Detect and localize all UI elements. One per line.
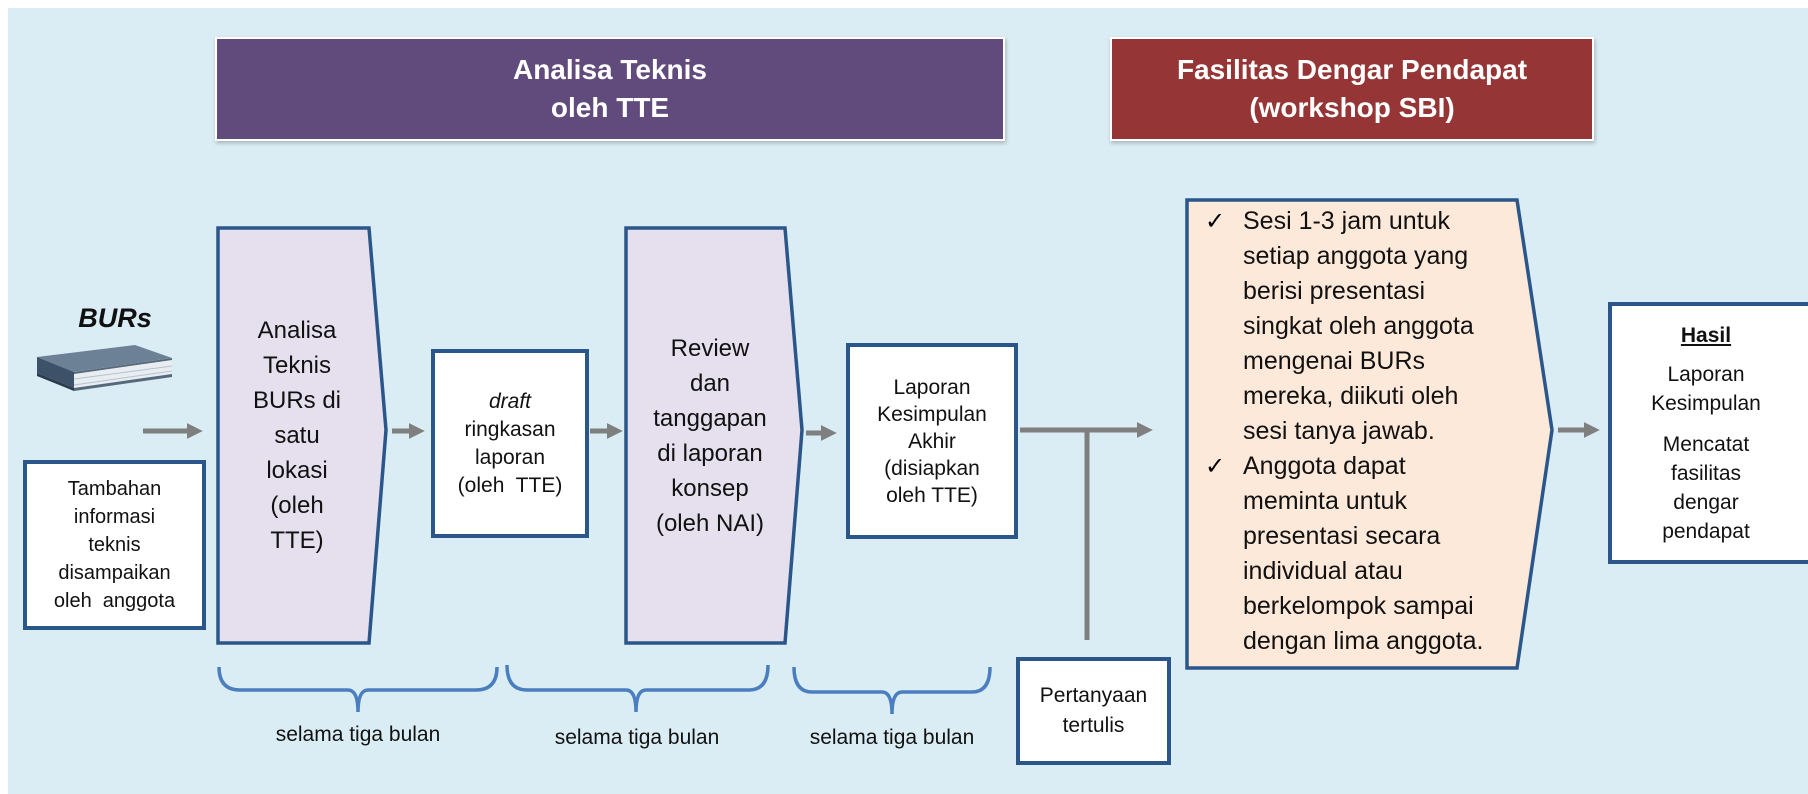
bullet-1-line-2: setiap anggota yang [1243, 242, 1469, 270]
banner-fasilitas-dengar-pendapat: Fasilitas Dengar Pendapat (workshop SBI) [1110, 37, 1594, 141]
laporan-akhir-line-2: Kesimpulan [877, 402, 987, 426]
brace-1 [217, 666, 499, 713]
pertanyaan-line-2: tertulis [1062, 714, 1125, 737]
bullet-2-line-4: individual atau [1243, 557, 1403, 585]
bullet-2-text: Anggota dapat meminta untuk presentasi s… [1243, 449, 1483, 659]
laporan-akhir-line-5: oleh TTE) [886, 483, 978, 507]
laporan-kesimpulan-akhir-box: Laporan Kesimpulan Akhir (disiapkan oleh… [846, 343, 1018, 539]
tambahan-line-5: oleh anggota [53, 590, 176, 612]
tambahan-line-4: disampaikan [58, 562, 171, 584]
banner-analisa-teknis: Analisa Teknis oleh TTE [215, 37, 1005, 141]
checkmark-icon: ✓ [1205, 453, 1226, 480]
step1-line-2: Teknis [262, 352, 332, 379]
bullet-2-line-5: berkelompok sampai [1243, 592, 1474, 620]
step1-line-3: BURs di [252, 387, 342, 414]
laporan-akhir-line-4: (disiapkan [884, 456, 980, 480]
bullet-2-line-2: meminta untuk [1243, 487, 1407, 515]
banner-tech-line-2: oleh TTE [550, 92, 670, 123]
duration-label-2: selama tiga bulan [554, 726, 720, 749]
step2-line-6: (oleh NAI) [655, 509, 765, 537]
bullet-item-1: ✓ Sesi 1-3 jam untuk setiap anggota yang… [1205, 204, 1525, 449]
hasil-laporan-line-2: Kesimpulan [1651, 391, 1761, 415]
banner-fasilitas-line-1: Fasilitas Dengar Pendapat [1176, 54, 1528, 85]
hasil-mencatat-line-3: dengar [1673, 490, 1739, 514]
hasil-mencatat-line-1: Mencatat [1662, 432, 1750, 456]
burs-label-text: BURs [78, 302, 152, 333]
brace-3 [792, 666, 992, 715]
draft-ringkasan-box: draft ringkasan laporan (oleh TTE) [431, 349, 589, 538]
draft-line-3: laporan [474, 445, 546, 469]
duration-label-1: selama tiga bulan [275, 723, 441, 746]
laporan-akhir-line-1: Laporan [893, 375, 971, 399]
hasil-title: Hasil [1680, 323, 1732, 347]
step1-line-1: Analisa [257, 317, 337, 344]
step2-line-5: konsep [671, 474, 749, 502]
tambahan-line-2: informasi [73, 506, 156, 528]
bullet-1-line-7: sesi tanya jawab. [1243, 417, 1435, 445]
bullet-1-line-4: singkat oleh anggota [1243, 312, 1474, 340]
bullet-2-line-3: presentasi secara [1243, 522, 1441, 550]
bullet-1-text: Sesi 1-3 jam untuk setiap anggota yang b… [1243, 204, 1474, 449]
burs-label: BURs [60, 298, 170, 338]
bullet-1-line-1: Sesi 1-3 jam untuk [1243, 207, 1451, 235]
bullet-1-line-5: mengenai BURs [1243, 347, 1426, 375]
step2-line-3: tanggapan [653, 404, 767, 432]
bullet-item-2: ✓ Anggota dapat meminta untuk presentasi… [1205, 449, 1525, 659]
duration-label-3: selama tiga bulan [809, 726, 975, 749]
hasil-mencatat-line-2: fasilitas [1670, 461, 1742, 485]
checkmark-icon: ✓ [1205, 208, 1226, 235]
fasilitas-detail-shape [1185, 198, 1554, 670]
bullet-1-line-3: berisi presentasi [1243, 277, 1426, 305]
hasil-mencatat-line-4: pendapat [1662, 519, 1750, 543]
step-analisa-shape [216, 226, 388, 645]
draft-line-2: ringkasan [464, 417, 556, 441]
tambahan-line-1: Tambahan [67, 478, 162, 500]
bullet-2-line-1: Anggota dapat [1243, 452, 1406, 480]
step-review-text: Review dan tanggapan di laporan konsep (… [628, 228, 792, 643]
brace-2 [505, 664, 770, 713]
bullet-1-line-6: mereka, diikuti oleh [1243, 382, 1459, 410]
step1-line-4: satu [274, 422, 320, 449]
step1-line-5: lokasi [266, 457, 328, 484]
step2-line-2: dan [689, 369, 731, 397]
laporan-akhir-line-3: Akhir [908, 429, 956, 453]
tambahan-informasi-box: Tambahan informasi teknis disampaikan ol… [23, 460, 206, 630]
bullet-2-line-6: dengan lima anggota. [1243, 627, 1484, 655]
step2-line-4: di laporan [657, 439, 763, 467]
pertanyaan-line-1: Pertanyaan [1039, 684, 1148, 707]
banner-tech-line-1: Analisa Teknis [512, 54, 707, 85]
draft-italic: draft [488, 389, 532, 413]
book-icon [37, 345, 173, 391]
hasil-box: Hasil Laporan Kesimpulan Mencatat fasili… [1608, 302, 1808, 564]
banner-fasilitas-line-2: (workshop SBI) [1249, 92, 1455, 123]
hasil-laporan-line-1: Laporan [1667, 362, 1745, 386]
step1-line-6: (oleh [270, 492, 324, 519]
tambahan-line-3: teknis [88, 534, 141, 556]
fasilitas-bullet-list: ✓ Sesi 1-3 jam untuk setiap anggota yang… [1205, 204, 1525, 659]
step-review-shape [624, 226, 804, 645]
step2-line-1: Review [670, 334, 750, 362]
step-analisa-text: Analisa Teknis BURs di satu lokasi (oleh… [222, 228, 372, 643]
step1-line-7: TTE) [270, 527, 324, 554]
pertanyaan-tertulis-box: Pertanyaan tertulis [1016, 657, 1171, 765]
draft-line-4: (oleh TTE) [457, 473, 563, 497]
